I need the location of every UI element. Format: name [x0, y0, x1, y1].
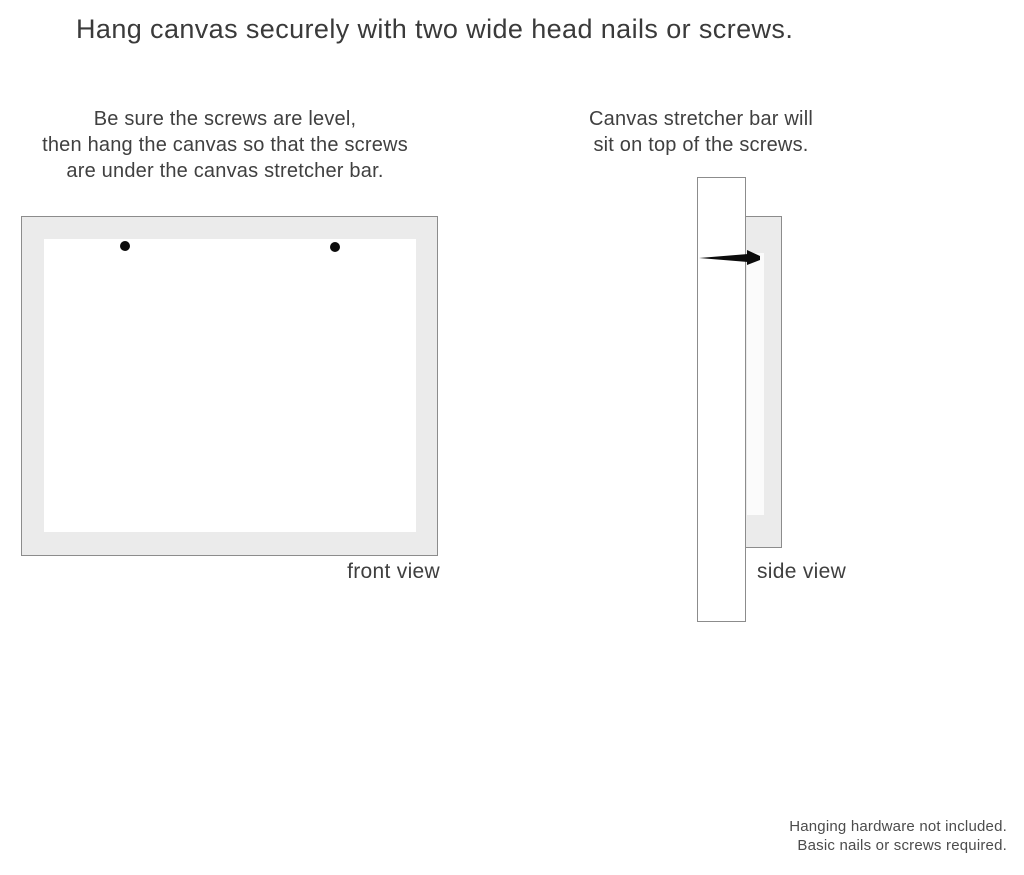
- front-view-canvas-frame: [21, 216, 438, 556]
- instruction-front-line-3: are under the canvas stretcher bar.: [66, 160, 384, 182]
- nail-shaft: [699, 254, 748, 262]
- front-view-canvas-inner: [44, 239, 416, 532]
- hardware-footnote: Hanging hardware not included. Basic nai…: [789, 817, 1007, 855]
- side-view-label: side view: [757, 560, 847, 583]
- nail-head-dot-right: [330, 242, 340, 252]
- instruction-front-line-2: then hang the canvas so that the screws: [42, 134, 408, 156]
- side-view-canvas-inner: [747, 253, 764, 515]
- instruction-side-line-2: sit on top of the screws.: [593, 134, 809, 156]
- nail-head: [747, 250, 760, 265]
- instruction-front-line-1: Be sure the screws are level,: [93, 108, 357, 130]
- front-view-label: front view: [347, 560, 440, 583]
- side-view-canvas: [745, 216, 782, 548]
- footnote-line-1: Hanging hardware not included.: [789, 818, 1007, 835]
- footnote-line-2: Basic nails or screws required.: [797, 837, 1007, 854]
- instruction-side: Canvas stretcher bar will sit on top of …: [551, 106, 851, 158]
- nail-icon: [699, 250, 760, 265]
- instruction-front: Be sure the screws are level, then hang …: [18, 106, 432, 184]
- instruction-side-line-1: Canvas stretcher bar will: [589, 108, 813, 130]
- nail-head-dot-left: [120, 241, 130, 251]
- side-view-wall-bar: [697, 177, 746, 622]
- page-title: Hang canvas securely with two wide head …: [76, 14, 794, 44]
